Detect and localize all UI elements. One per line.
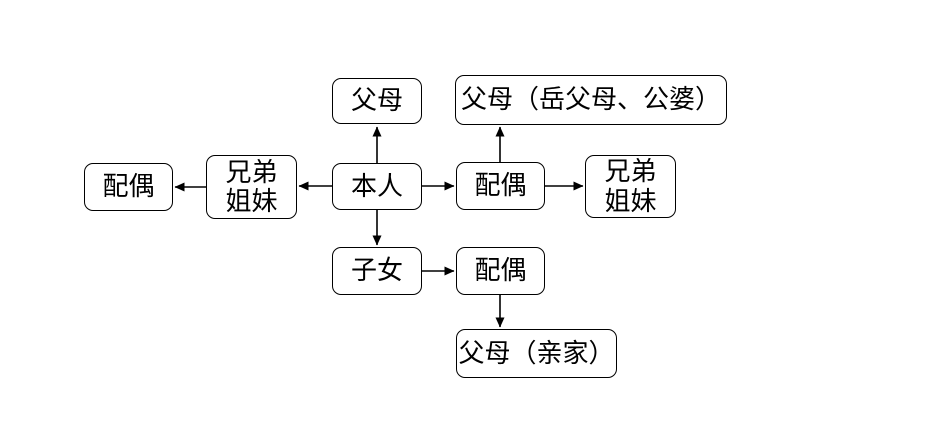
node-parents-of-self: 父母: [332, 78, 422, 124]
node-siblings-of-spouse: 兄弟 姐妹: [585, 155, 676, 218]
node-self: 本人: [332, 163, 422, 210]
node-spouse-of-child: 配偶: [456, 247, 545, 295]
node-parents-in-law: 父母（岳父母、公婆）: [455, 75, 727, 125]
node-children: 子女: [332, 247, 422, 295]
node-siblings-of-self: 兄弟 姐妹: [206, 155, 297, 219]
node-spouse: 配偶: [456, 162, 545, 210]
node-spouse-of-sibling: 配偶: [84, 163, 173, 211]
node-parents-of-child-spouse: 父母（亲家）: [456, 329, 617, 378]
